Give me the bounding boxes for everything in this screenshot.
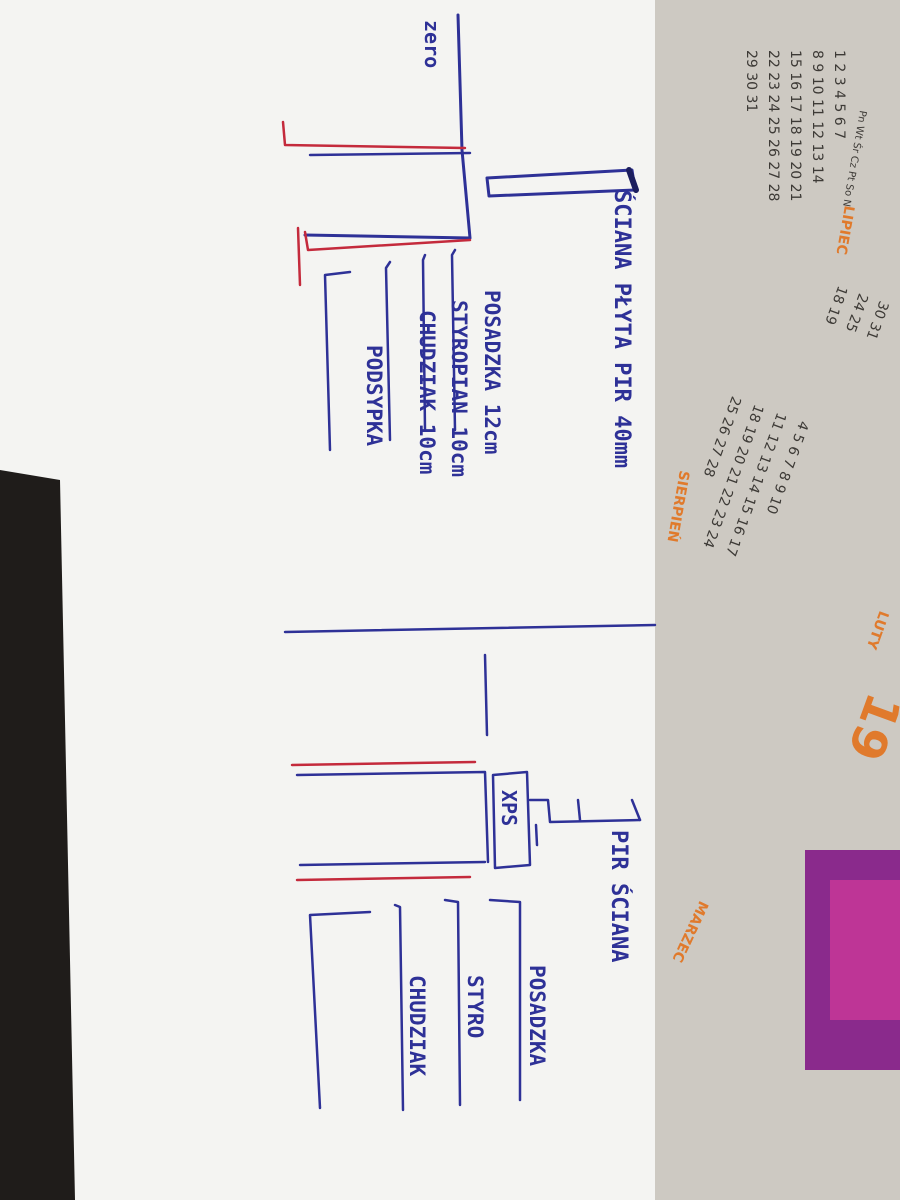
- hand-shadow: [0, 470, 75, 1200]
- top-detail-drawing: [281, 13, 639, 452]
- bottom-layer-bottom: [308, 910, 372, 1110]
- layer-posadzka-line: [450, 248, 457, 432]
- calendar-rows-top-2: 8 9 10 11 12 13 14: [809, 50, 825, 184]
- bottom-layer-3: CHUDZIAK: [405, 975, 429, 1077]
- top-floor-line-red-2: [296, 226, 472, 287]
- top-layer-1: POSADZKA 12cm: [480, 290, 504, 454]
- bottom-short-line: [483, 653, 489, 737]
- layer-styropian-line: [421, 253, 427, 432]
- top-wall-line: [303, 13, 472, 240]
- calendar-rows-top-5: 29 30 31: [743, 50, 759, 112]
- bottom-detail-drawing: [283, 623, 657, 1112]
- bottom-layer-chudziak: [393, 903, 405, 1112]
- calendar-month-top: 1 2 3 4 5 6 7 8 9 10 11 12 13 14 15 16 1…: [743, 50, 847, 201]
- xps-block: [491, 770, 532, 870]
- bottom-layer-1: POSADZKA: [525, 965, 549, 1067]
- bottom-blue-line-1: [295, 770, 490, 864]
- top-layer-4: PODSYPKA: [362, 345, 386, 447]
- wall-calendar: 1 2 3 4 5 6 7 8 9 10 11 12 13 14 15 16 1…: [640, 0, 900, 1200]
- top-layer-3: CHUDZIAK 10cm: [415, 310, 439, 474]
- bottom-layer-posadzka: [488, 898, 522, 1102]
- paper-sheet: [0, 0, 655, 1200]
- bottom-layer-2: STYRO: [463, 975, 487, 1038]
- calendar-photo-highlight: [830, 880, 900, 1020]
- bottom-pir-ticks: [576, 798, 642, 822]
- layer-chudziak-line: [384, 260, 392, 442]
- calendar-rows-top-1: 1 2 3 4 5 6 7: [831, 50, 847, 139]
- bottom-top-line: [283, 623, 657, 634]
- bottom-pir-wall: [528, 798, 642, 824]
- calendar-rows-top-4: 22 23 24 25 26 27 28: [765, 50, 781, 201]
- calendar-rows-top-3: 15 16 17 18 19 20 21: [787, 50, 803, 201]
- bottom-layer-styro: [443, 898, 462, 1107]
- label-zero: zero: [420, 20, 444, 68]
- top-floor-line-blue: [308, 151, 472, 157]
- top-layer-2: STYROPIAN 10cm: [447, 300, 471, 477]
- bottom-pir-stub: [534, 823, 539, 847]
- top-floor-line-red-1: [281, 120, 467, 150]
- bottom-blue-line-2: [298, 860, 487, 867]
- layer-podsypka-line: [323, 270, 352, 452]
- bottom-red-line-1: [290, 760, 477, 767]
- bottom-red-line-2: [295, 875, 472, 882]
- bottom-xps-label: XPS: [497, 790, 521, 826]
- pir-panel-end: [626, 167, 639, 193]
- top-wall-label: ŚCIANA PŁYTA PIR 40mm: [609, 190, 635, 468]
- bottom-wall-label: PIR ŚCIANA: [606, 830, 632, 962]
